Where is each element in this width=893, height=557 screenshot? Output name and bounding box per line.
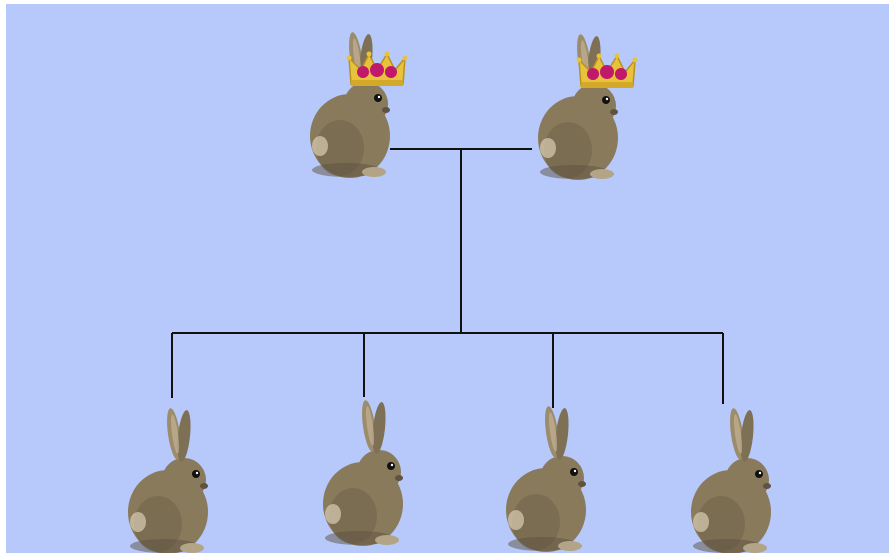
- diagram-frame: [6, 4, 889, 553]
- connector-lines: [171, 148, 724, 408]
